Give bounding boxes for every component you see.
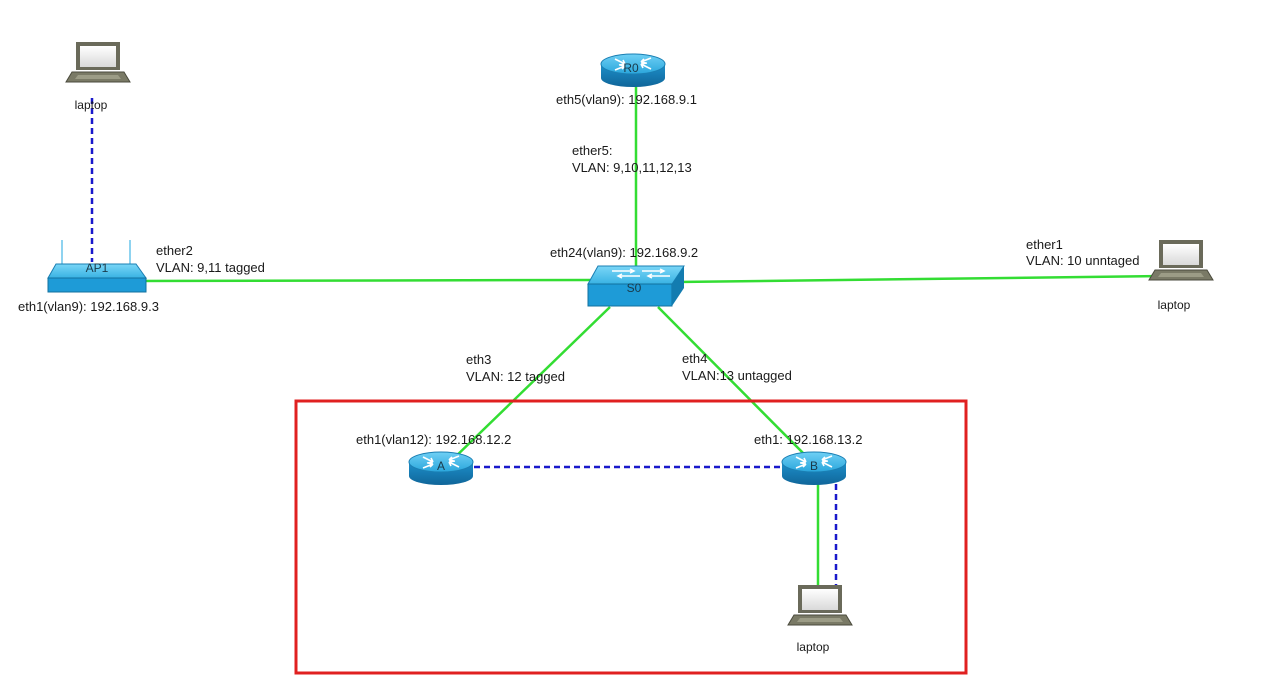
link-label-line1: ether5: (572, 143, 612, 158)
link-label-eth3: eth3 VLAN: 12 tagged (466, 352, 565, 384)
link-label-line2: VLAN:13 untagged (682, 368, 792, 383)
router-r0[interactable]: R0 (600, 53, 666, 88)
laptop-ap1[interactable]: laptop (65, 41, 131, 112)
link-label-line1: eth3 (466, 352, 491, 367)
router-a-name: A (437, 459, 445, 473)
router-b-name: B (810, 459, 818, 473)
link-label-line2: VLAN: 9,11 tagged (156, 260, 265, 275)
link-label-line2: VLAN: 9,10,11,12,13 (572, 160, 692, 175)
laptop-icon (787, 584, 853, 626)
link-s0-laptop-right[interactable] (675, 274, 1169, 284)
router-r0-ip-label: eth5(vlan9): 192.168.9.1 (556, 92, 697, 107)
access-point-icon (47, 240, 147, 293)
laptop-label: laptop (797, 640, 830, 654)
link-label-line1: ether1 (1026, 237, 1063, 252)
link-label-line1: eth4 (682, 351, 707, 366)
link-label-line2: VLAN: 12 tagged (466, 369, 565, 384)
link-s0-router-a[interactable] (449, 306, 611, 463)
laptop-bottom[interactable]: laptop (787, 584, 853, 654)
highlight-box (294, 399, 968, 675)
router-a[interactable]: A (408, 451, 474, 486)
link-label-eth4: eth4 VLAN:13 untagged (682, 351, 792, 383)
link-label-line2: VLAN: 10 unntaged (1026, 253, 1139, 268)
link-label-ether5: ether5: VLAN: 9,10,11,12,13 (572, 143, 692, 175)
link-label-line1: ether2 (156, 243, 193, 258)
links (90, 86, 1169, 586)
router-a-ip-label: eth1(vlan12): 192.168.12.2 (356, 432, 511, 447)
link-s0-router-b[interactable] (657, 306, 813, 463)
router-b-ip-label: eth1: 192.168.13.2 (754, 432, 862, 447)
access-point-ap1[interactable]: AP1 (47, 240, 147, 293)
switch-icon (587, 265, 685, 307)
switch-s0-name: S0 (627, 281, 642, 295)
router-b[interactable]: B (781, 451, 847, 486)
access-point-ap1-ip-label: eth1(vlan9): 192.168.9.3 (18, 299, 159, 314)
switch-s0-ip-label: eth24(vlan9): 192.168.9.2 (550, 245, 698, 260)
laptop-label: laptop (1158, 298, 1191, 312)
router-r0-name: R0 (623, 61, 639, 75)
link-label-ether2: ether2 VLAN: 9,11 tagged (156, 243, 265, 275)
link-label-ether1: ether1 VLAN: 10 unntaged (1026, 237, 1139, 268)
laptop-right[interactable]: laptop (1148, 239, 1214, 312)
link-ap1-s0[interactable] (129, 278, 593, 283)
switch-s0[interactable]: S0 (587, 265, 685, 307)
laptop-icon (1148, 239, 1214, 281)
laptop-label: laptop (75, 98, 108, 112)
access-point-ap1-name: AP1 (86, 261, 109, 275)
laptop-icon (65, 41, 131, 83)
